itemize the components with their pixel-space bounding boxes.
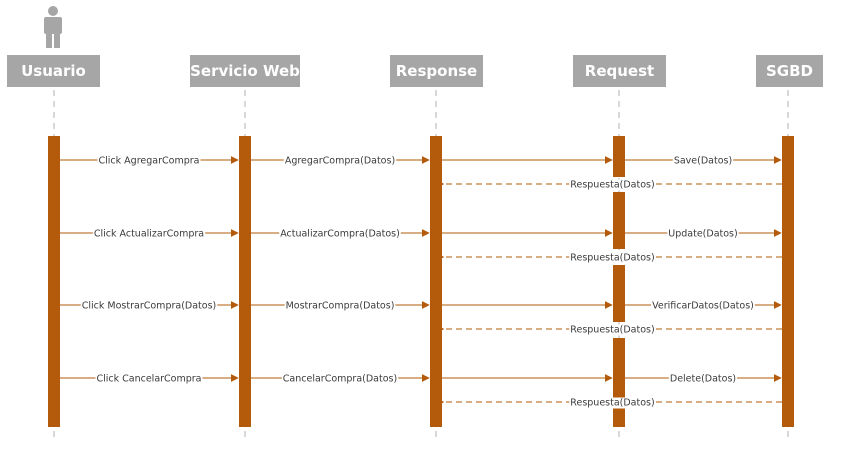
message-label: Respuesta(Datos) — [570, 180, 654, 191]
message-label: VerificarDatos(Datos) — [652, 301, 754, 312]
message-4: Respuesta(Datos) — [443, 180, 782, 191]
message-label-bg — [92, 228, 206, 240]
message-8: Update(Datos) — [625, 228, 782, 240]
message-label: Click ActualizarCompra — [94, 229, 204, 240]
message-label-bg — [283, 155, 397, 167]
message-label-bg — [651, 300, 755, 312]
participant-sgbd: SGBD — [756, 55, 823, 87]
message-label-bg — [97, 155, 201, 167]
activation-request — [613, 192, 625, 249]
participant-label: SGBD — [766, 62, 813, 80]
activation-request — [613, 338, 625, 427]
message-label: Delete(Datos) — [670, 374, 736, 385]
message-9: Respuesta(Datos) — [443, 253, 782, 264]
message-label-bg — [284, 300, 396, 312]
message-label: Respuesta(Datos) — [570, 325, 654, 336]
message-label-bg — [672, 155, 734, 167]
message-1: AgregarCompra(Datos) — [251, 155, 430, 167]
message-label-bg — [80, 300, 218, 312]
message-label-bg — [569, 252, 656, 264]
message-label-bg — [569, 324, 656, 336]
message-11: MostrarCompra(Datos) — [251, 300, 430, 312]
participant-label: Servicio Web — [190, 62, 300, 80]
participant-servicio-web: Servicio Web — [190, 55, 300, 87]
messages: Click AgregarCompra AgregarCompra(Datos) S… — [60, 155, 782, 409]
activation-usuario — [48, 136, 60, 427]
participant-label: Request — [584, 62, 655, 80]
message-19: Respuesta(Datos) — [443, 398, 782, 409]
message-6: ActualizarCompra(Datos) — [251, 228, 430, 240]
message-label-bg — [667, 228, 739, 240]
message-label-bg — [279, 228, 401, 240]
message-label: AgregarCompra(Datos) — [285, 156, 395, 167]
message-3: Save(Datos) — [625, 155, 782, 167]
participant-request: Request — [573, 55, 666, 87]
message-label: Click CancelarCompra — [96, 374, 201, 385]
message-label-bg — [95, 373, 203, 385]
message-label-bg — [281, 373, 399, 385]
message-label: ActualizarCompra(Datos) — [280, 229, 400, 240]
lifelines — [53, 90, 789, 442]
message-label: Update(Datos) — [668, 229, 737, 240]
message-label: MostrarCompra(Datos) — [286, 301, 395, 312]
message-label: Save(Datos) — [674, 156, 732, 167]
message-18: Delete(Datos) — [625, 373, 782, 385]
message-label-bg — [569, 179, 656, 191]
message-5: Click ActualizarCompra — [60, 228, 239, 240]
person-icon — [44, 6, 62, 48]
message-0: Click AgregarCompra — [60, 155, 239, 167]
message-label-bg — [569, 397, 656, 409]
message-14: Respuesta(Datos) — [443, 325, 782, 336]
activation-bars — [48, 136, 794, 427]
activation-servicio-web — [239, 136, 251, 427]
message-13: VerificarDatos(Datos) — [625, 300, 782, 312]
message-16: CancelarCompra(Datos) — [251, 373, 430, 385]
participant-usuario: Usuario — [7, 55, 100, 87]
message-15: Click CancelarCompra — [60, 373, 239, 385]
activation-request — [613, 265, 625, 322]
activation-response — [430, 136, 442, 427]
message-10: Click MostrarCompra(Datos) — [60, 300, 239, 312]
message-label-bg — [668, 373, 738, 385]
participant-label: Usuario — [21, 62, 86, 80]
participant-label: Response — [395, 62, 478, 80]
message-label: Click AgregarCompra — [99, 156, 200, 167]
activation-request — [613, 136, 625, 177]
activation-sgbd — [782, 136, 794, 427]
message-label: Click MostrarCompra(Datos) — [82, 301, 216, 312]
message-label: Respuesta(Datos) — [570, 398, 654, 409]
message-label: Respuesta(Datos) — [570, 253, 654, 264]
participant-response: Response — [390, 55, 483, 87]
message-label: CancelarCompra(Datos) — [283, 374, 397, 385]
